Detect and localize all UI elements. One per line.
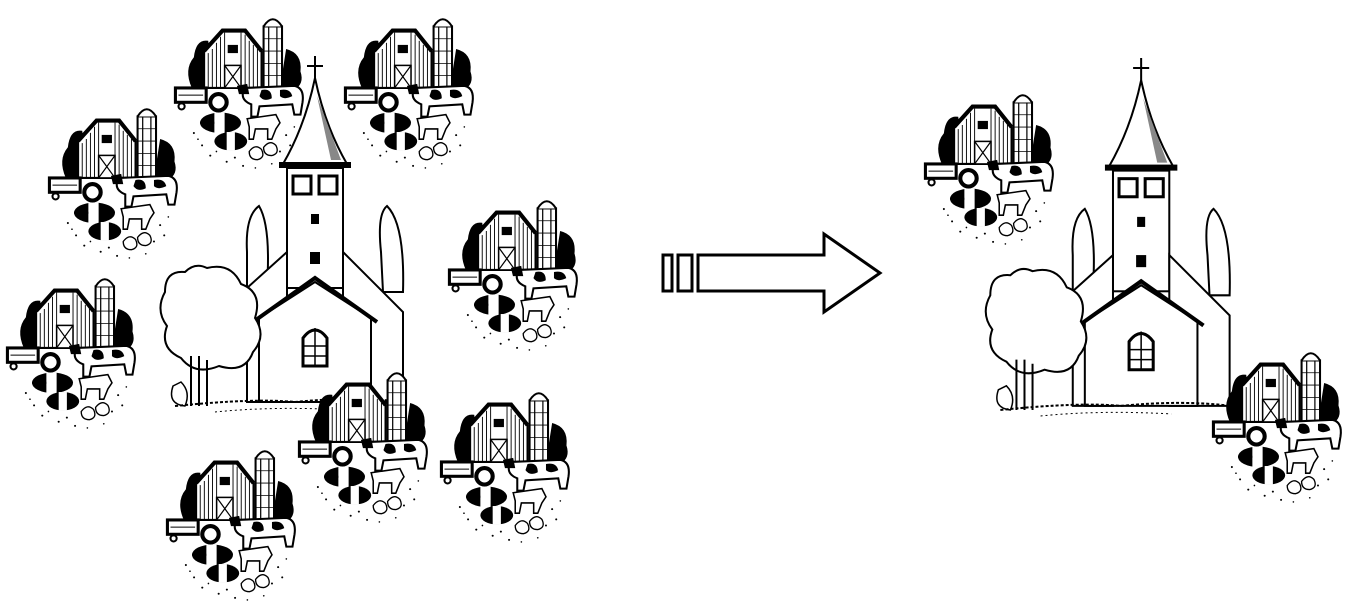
farm-icon: [446, 190, 582, 354]
farm-icon: [1210, 342, 1346, 506]
right-arrow-icon: [660, 230, 886, 316]
farm-icon: [438, 382, 574, 546]
farm-icon: [4, 268, 140, 432]
left-group: [0, 0, 600, 603]
farm-icon: [922, 84, 1058, 248]
right-group: [900, 0, 1354, 603]
farm-icon: [296, 362, 432, 526]
farm-icon: [164, 440, 300, 604]
